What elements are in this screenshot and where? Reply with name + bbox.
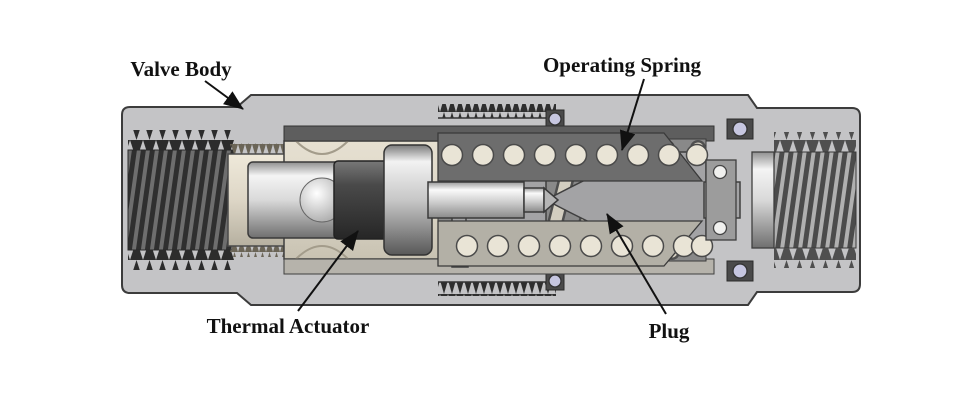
oring-outlet-bottom	[732, 263, 748, 279]
arrow-plug	[606, 213, 667, 315]
actuator-cup	[333, 160, 391, 240]
label-thermal-actuator: Thermal Actuator	[207, 314, 370, 338]
cartridge-orings	[545, 109, 565, 291]
outlet-port-face	[751, 151, 775, 249]
actuator-piston-rod	[427, 181, 525, 219]
piston-rod-tip	[523, 187, 545, 213]
oring-bottom-center	[548, 274, 562, 288]
label-valve-body: Valve Body	[130, 57, 232, 81]
oring-outlet-top	[732, 121, 748, 137]
piston-rod-cone	[543, 186, 560, 214]
cartridge-external-threads	[438, 104, 556, 296]
callouts: Valve Body Operating Spring Thermal Actu…	[130, 53, 701, 343]
label-operating-spring: Operating Spring	[543, 53, 702, 77]
seat-seal-bottom	[712, 220, 728, 236]
operating-spring-coils	[440, 143, 714, 258]
outlet-seat-assembly	[705, 118, 775, 282]
arrow-valve-body	[204, 80, 244, 110]
label-plug: Plug	[649, 319, 690, 343]
oring-top-center	[548, 112, 562, 126]
arrow-thermal-actuator	[297, 230, 359, 312]
thermal-actuator-part	[247, 144, 560, 256]
arrow-operating-spring	[619, 78, 645, 151]
seat-seal-top	[712, 164, 728, 180]
inlet-threads	[127, 130, 235, 270]
outlet-threads	[773, 132, 857, 268]
actuator-flange-disc	[383, 144, 433, 256]
